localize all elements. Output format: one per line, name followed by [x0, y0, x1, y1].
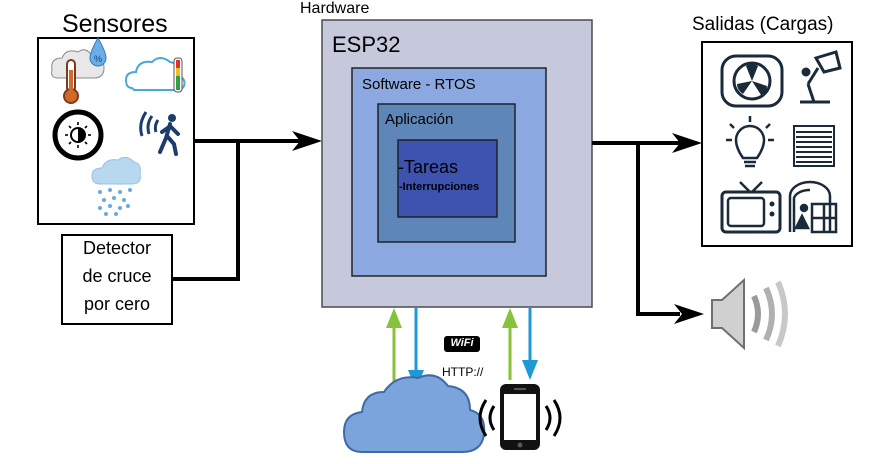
phone-downlink-arrow — [522, 308, 538, 380]
speaker-arrow-head — [674, 304, 704, 324]
esp32-label: ESP32 — [332, 32, 401, 57]
light-sensor-icon — [52, 109, 104, 161]
esp32-to-outputs-connector — [592, 141, 680, 316]
rain-cloud-icon — [91, 156, 141, 216]
television-icon — [720, 181, 782, 234]
desk-lamp-icon — [800, 50, 842, 104]
outputs-arrow-head — [672, 133, 702, 153]
wifi-badge — [444, 336, 480, 352]
cloud-level-icon — [124, 57, 186, 93]
window-blinds-icon — [793, 125, 835, 167]
tareas-label: -Tareas — [398, 157, 459, 177]
detector-line-3: por cero — [83, 294, 151, 314]
hardware-label: Hardware — [300, 0, 370, 17]
interrupciones-label: -Interrupciones — [399, 181, 480, 193]
sensor-to-esp32-connector — [172, 139, 300, 281]
tasks-box — [397, 139, 498, 218]
motion-sensor-icon — [139, 111, 180, 156]
sensors-title: Sensores — [62, 10, 168, 38]
detector-line-2: de cruce — [82, 266, 152, 286]
application-label: Aplicación — [385, 111, 454, 128]
detector-box — [61, 234, 173, 325]
fan-icon — [720, 54, 784, 108]
speaker-icon — [711, 277, 788, 351]
software-rtos-label: Software - RTOS — [362, 76, 476, 93]
cloud-icon — [342, 374, 486, 453]
svg-text:%: % — [94, 54, 102, 64]
thermometer-humidity-icon: % — [51, 36, 107, 104]
phone-uplink-arrow — [502, 308, 518, 380]
light-bulb-icon — [726, 116, 774, 168]
wifi-text: WiFi — [450, 337, 474, 349]
detector-line-1: Detector — [82, 238, 152, 258]
http-label: HTTP:// — [442, 365, 484, 379]
sensor-arrow-head — [292, 131, 322, 151]
window-door-icon — [788, 180, 838, 234]
smartphone-icon — [478, 384, 562, 450]
outputs-title: Salidas (Cargas) — [692, 14, 834, 35]
